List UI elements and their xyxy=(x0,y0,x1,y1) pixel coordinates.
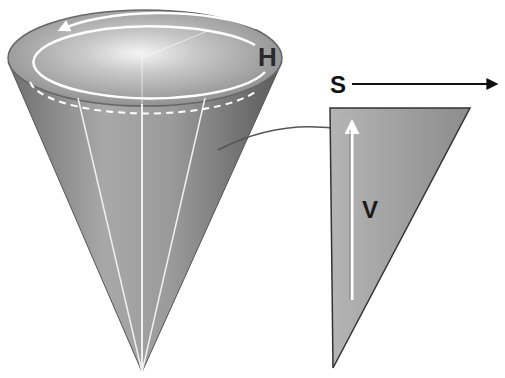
flux-label: H xyxy=(258,44,277,70)
volume-label: V xyxy=(362,198,378,222)
surface-label: S xyxy=(330,73,346,97)
